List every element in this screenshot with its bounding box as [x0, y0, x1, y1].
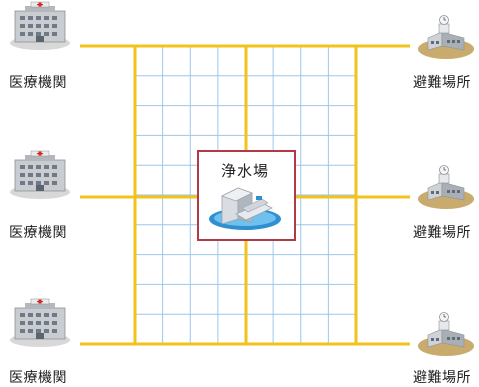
shelter-label: 避難場所	[413, 370, 471, 386]
hospital-building-icon	[10, 150, 70, 199]
hospital-building-icon	[10, 1, 70, 50]
shelter-building-icon	[418, 15, 474, 59]
shelter-building-icon	[418, 312, 474, 356]
hospital-label: 医療機関	[9, 225, 67, 241]
main-pipes	[80, 44, 410, 346]
hospital-label: 医療機関	[9, 75, 67, 91]
hospital-building-icon	[10, 298, 70, 347]
water-plant-label: 浄水場	[221, 162, 270, 180]
water-treatment-plant-icon	[209, 187, 281, 230]
shelter-label: 避難場所	[413, 75, 471, 91]
hospital-label: 医療機関	[9, 370, 67, 386]
shelter-building-icon	[418, 165, 474, 209]
shelter-label: 避難場所	[413, 225, 471, 241]
